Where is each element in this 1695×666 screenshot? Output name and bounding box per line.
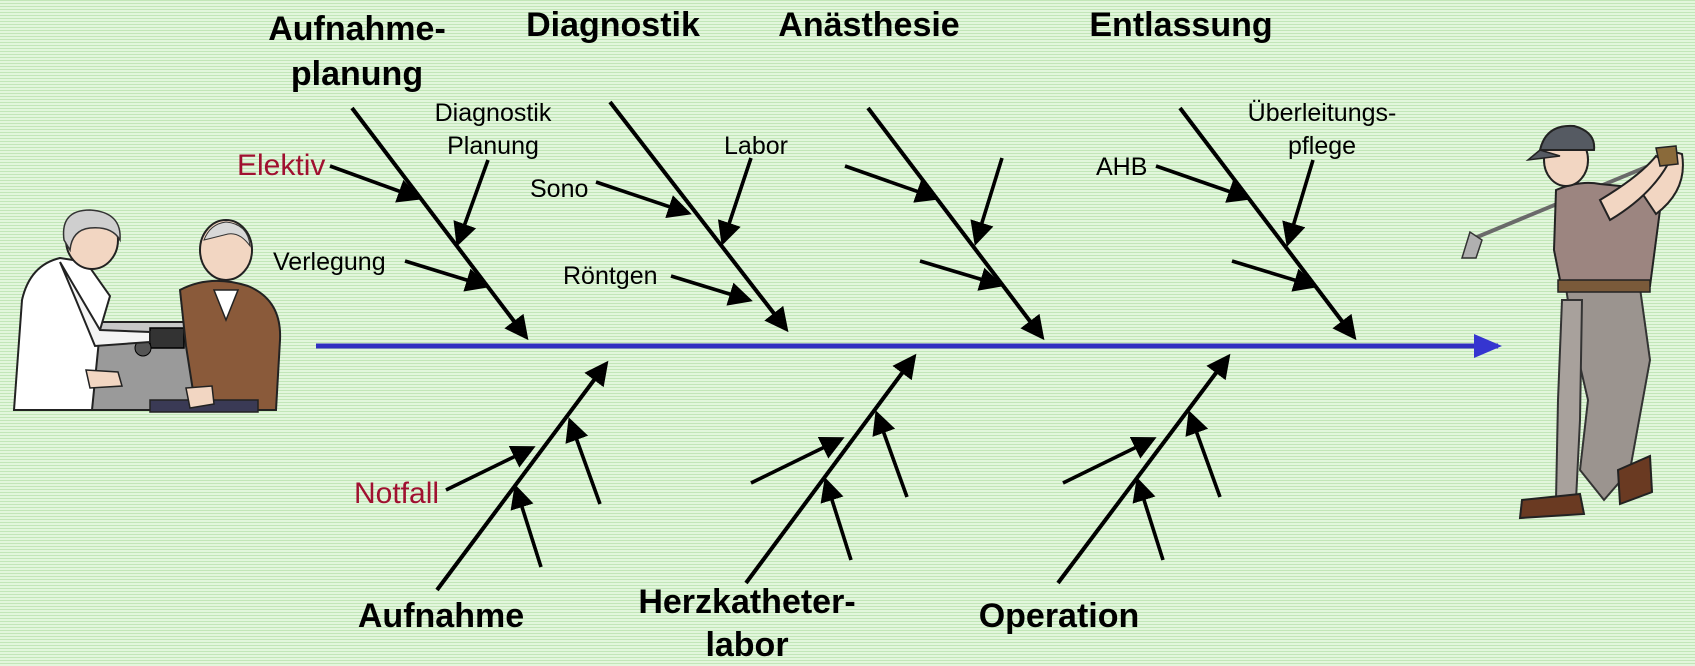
cause-arrow-roentgen bbox=[670, 274, 753, 306]
cause-ueberleitung-line2: pflege bbox=[1288, 132, 1356, 160]
category-entlassung: Entlassung bbox=[1089, 6, 1272, 44]
bone-aufnahmeplanung bbox=[329, 106, 529, 341]
cause-arrow-anaesthesie-2 bbox=[970, 157, 1004, 246]
cause-labor: Labor bbox=[724, 132, 788, 160]
category-aufnahme: Aufnahme bbox=[358, 597, 524, 635]
category-aufnahmeplanung-line2: planung bbox=[291, 55, 423, 93]
category-aufnahmeplanung-line1: Aufnahme- bbox=[268, 10, 446, 48]
cause-arrow-ahb bbox=[1155, 164, 1252, 203]
category-operation: Operation bbox=[979, 597, 1140, 635]
cause-arrow-op-2 bbox=[1185, 410, 1222, 498]
cause-diagnostik-planung-line2: Planung bbox=[447, 132, 539, 160]
category-anaesthesie: Anästhesie bbox=[778, 6, 959, 44]
cause-roentgen: Röntgen bbox=[563, 262, 658, 290]
cause-arrow-ueberleitung bbox=[1282, 159, 1315, 247]
bone-herzkatheterlabor bbox=[744, 353, 917, 585]
cause-arrow-entlassung-3 bbox=[1231, 259, 1318, 292]
cause-sono: Sono bbox=[530, 175, 588, 203]
cause-arrow-anaesthesie-1 bbox=[844, 164, 940, 203]
cause-ahb: AHB bbox=[1096, 153, 1147, 181]
cause-arrow-anaesthesie-3 bbox=[919, 259, 1004, 291]
golfer-illustration bbox=[1460, 124, 1684, 520]
category-herzkatheterlabor-line2: labor bbox=[705, 626, 788, 664]
cause-arrow-hkl-3 bbox=[820, 477, 853, 561]
cause-arrow-verlegung bbox=[404, 259, 490, 292]
cause-arrow-sono bbox=[595, 180, 692, 218]
cause-arrow-aufnahme-3 bbox=[510, 484, 543, 568]
cause-arrow-op-3 bbox=[1132, 477, 1165, 561]
cause-arrow-elektiv bbox=[329, 164, 422, 203]
bone-anaesthesie bbox=[844, 106, 1045, 341]
cause-arrow-hkl-1 bbox=[750, 437, 845, 485]
category-herzkatheterlabor-line1: Herzkatheter- bbox=[638, 583, 855, 621]
cause-arrow-diagnostik-planung bbox=[453, 159, 490, 247]
bone-diagnostik bbox=[595, 100, 789, 333]
cause-verlegung: Verlegung bbox=[273, 248, 386, 276]
cause-arrow-labor bbox=[717, 157, 753, 246]
bone-operation bbox=[1056, 353, 1231, 585]
cause-arrow-aufnahme-2 bbox=[565, 417, 602, 505]
category-diagnostik: Diagnostik bbox=[526, 6, 700, 44]
cause-elektiv: Elektiv bbox=[237, 149, 325, 182]
cause-notfall: Notfall bbox=[354, 477, 439, 510]
bone-aufnahme bbox=[435, 360, 609, 592]
bone-entlassung bbox=[1155, 106, 1357, 341]
cause-arrow-op-1 bbox=[1062, 437, 1157, 485]
cause-arrow-hkl-2 bbox=[872, 410, 909, 498]
cause-ueberleitung-line1: Überleitungs- bbox=[1248, 99, 1397, 127]
cause-diagnostik-planung-line1: Diagnostik bbox=[435, 99, 552, 127]
cause-arrow-notfall bbox=[445, 445, 536, 492]
doctor-patient-illustration bbox=[12, 209, 282, 413]
